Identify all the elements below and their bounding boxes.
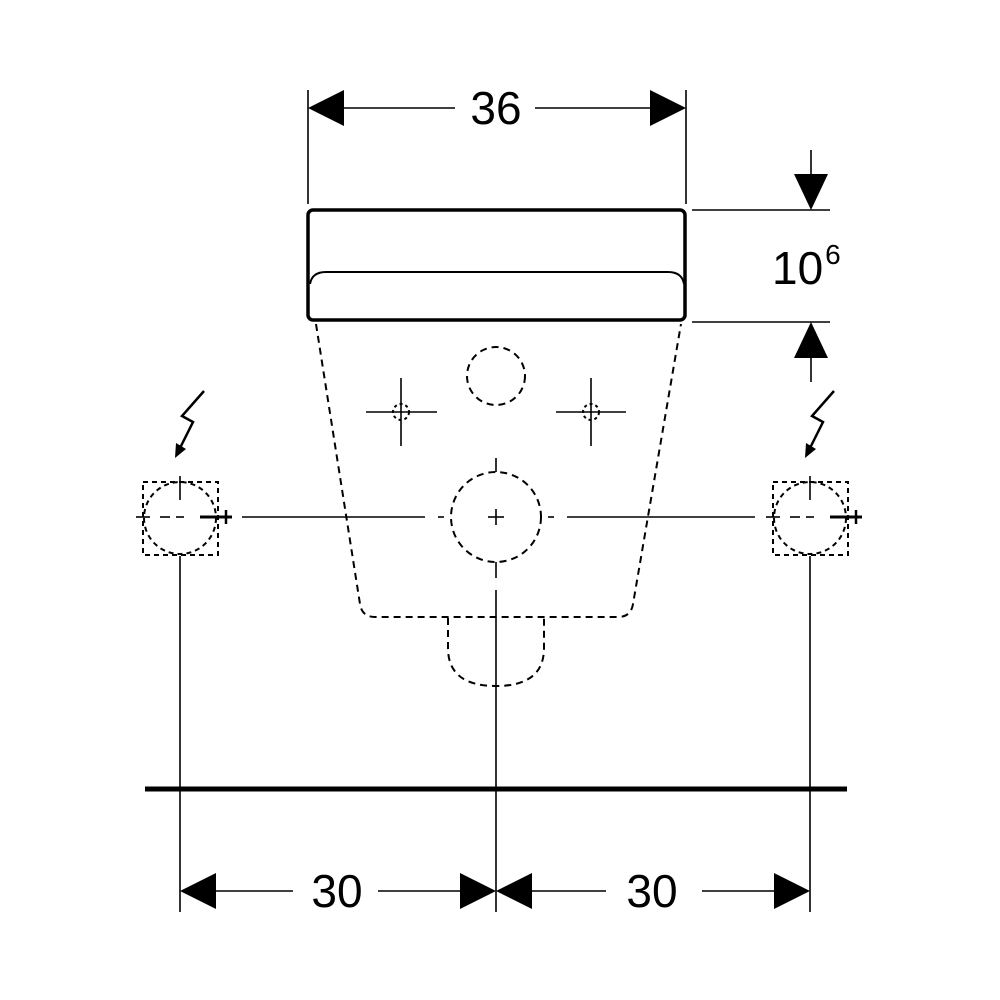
dimension-top-width: 36 <box>307 82 687 204</box>
dim-br-arrow-right <box>774 873 810 909</box>
lightning-right-arrowhead <box>805 443 816 458</box>
lightning-right-bolt <box>808 390 835 449</box>
fixing-point-right <box>556 378 626 446</box>
lightning-left-arrowhead <box>175 443 186 458</box>
lightning-icon <box>175 390 205 458</box>
dim-bl-arrow-left <box>180 873 216 909</box>
lightning-left-bolt <box>178 390 205 449</box>
power-socket-left <box>136 476 232 556</box>
arrowhead-up <box>794 322 828 358</box>
bowl-outline <box>315 323 682 688</box>
lightning-icon <box>805 390 835 458</box>
drain-pipe <box>450 458 542 578</box>
drain-circle <box>450 471 542 563</box>
seat-outline <box>306 208 687 322</box>
bowl-body <box>315 323 682 618</box>
dimension-height-sup: 6 <box>825 239 841 270</box>
dimension-bottom-right: 30 <box>496 865 810 917</box>
seat-inner-line <box>309 271 685 285</box>
dimension-label-top: 36 <box>470 82 521 134</box>
arrowhead-left <box>308 90 344 126</box>
arrowhead-down <box>794 174 828 210</box>
arrowhead-right <box>650 90 686 126</box>
dimension-label-bottom-right: 30 <box>626 865 677 917</box>
dimension-height: 106 <box>692 150 841 382</box>
dimension-label-height: 106 <box>772 239 841 294</box>
fixing-point-left <box>366 378 437 446</box>
dimension-label-bottom-left: 30 <box>311 865 362 917</box>
flush-pipe-circle <box>466 346 526 406</box>
dim-br-arrow-left <box>496 873 532 909</box>
fixing-left-hole <box>392 403 410 421</box>
power-socket-right <box>766 476 862 556</box>
dimension-bottom-left: 30 <box>180 865 496 917</box>
dimension-height-main: 10 <box>772 242 823 294</box>
dim-bl-arrow-right <box>460 873 496 909</box>
seat-cover <box>306 208 687 322</box>
fixing-right-hole <box>582 403 600 421</box>
